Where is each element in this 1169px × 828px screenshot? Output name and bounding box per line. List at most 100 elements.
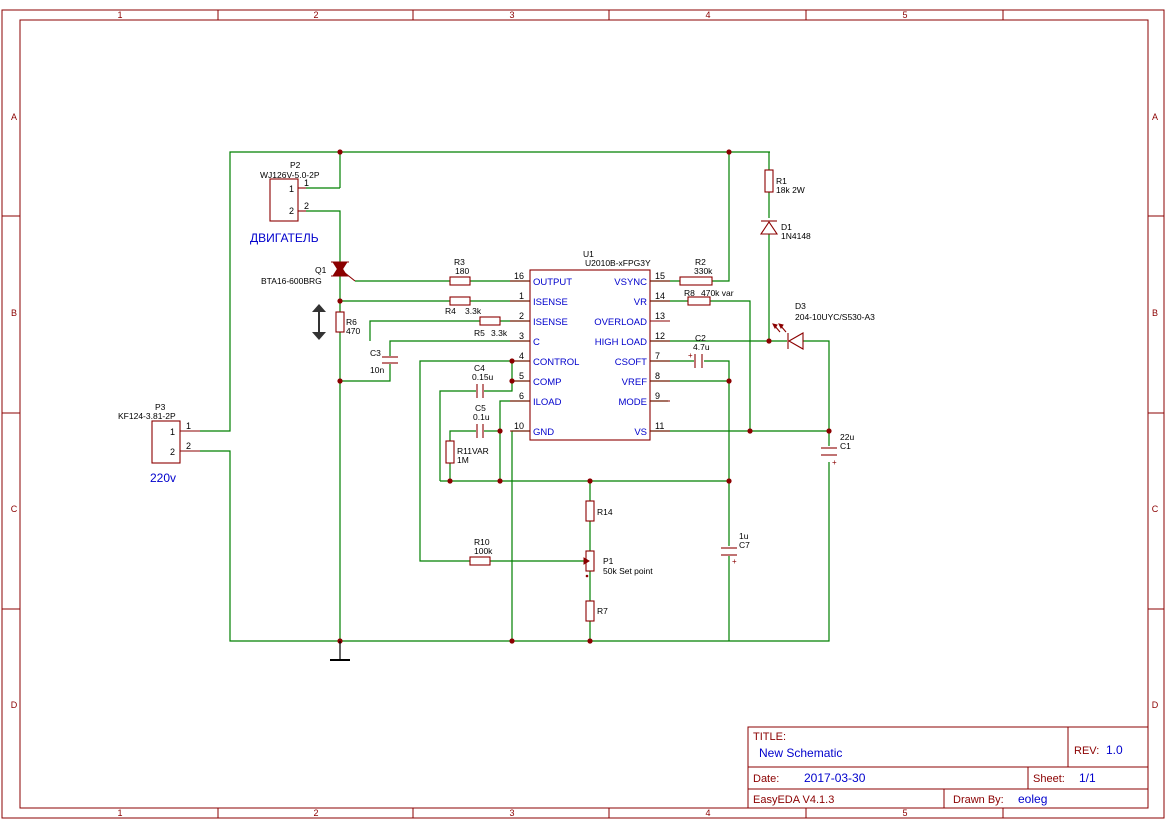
frame-row-label: B [1152,308,1158,318]
resistor-r5 [479,316,501,326]
u1-pin-name: HIGH LOAD [595,337,647,348]
u1-pin-name: ISENSE [533,297,568,308]
u1-pin-name: CSOFT [615,357,647,368]
resistor-r11var [445,440,455,464]
r5-value: 3.3k [491,328,508,338]
frame-row-label: D [11,700,18,710]
schematic-title: New Schematic [759,746,842,760]
d1-ref: D1 [781,222,792,232]
frame-col-label: 5 [902,808,907,818]
drawing-frame [1,9,1165,819]
frame-col-label: 4 [705,808,710,818]
c7-value: 1u [739,531,749,541]
u1-pin-name: VSYNC [614,277,647,288]
frame-row-label: C [1152,504,1159,514]
motor-label: ДВИГАТЕЛЬ [250,231,319,245]
resistor-r4 [449,296,471,306]
r7-ref: R7 [597,606,608,616]
resistor-r1 [764,169,774,193]
r1-value: 18k 2W [776,185,805,195]
capacitor-c2: + [688,351,703,368]
u1-pin-number: 1 [519,291,524,301]
diode-d1 [759,220,779,235]
triac-q1-symbol [331,261,356,282]
p3-ref: P3 [155,402,166,412]
resistor-r3 [449,276,471,286]
resistor-r2 [679,276,713,286]
u1-pin-number: 6 [519,391,524,401]
resistor-r7 [585,600,595,622]
resistor-r6 [335,311,345,333]
d1-value: 1N4148 [781,231,811,241]
r14-ref: R14 [597,507,613,517]
frame-col-label: 5 [902,10,907,20]
c4-ref: C4 [474,363,485,373]
r11-ref: R11VAR [457,446,489,456]
title-block [747,726,1149,809]
p3-pin-2: 2 [170,447,175,457]
resistor-r8 [687,296,711,306]
capacitor-c1: + [821,447,837,467]
p3-wire-1: 1 [186,421,191,431]
date-value: 2017-03-30 [804,771,866,785]
connector-p3 [151,420,200,464]
u1-pin-number: 13 [655,311,665,321]
u1-pin-name: OVERLOAD [594,317,647,328]
svg-text:+: + [688,351,693,360]
u1-value: U2010B-xFPG3Y [585,258,651,268]
rev-label: REV: [1074,745,1099,757]
r2-ref: R2 [695,257,706,267]
up-down-arrow-icon [312,304,326,340]
r10-ref: R10 [474,537,490,547]
frame-row-label: A [1152,112,1158,122]
u1-pin-name: MODE [619,397,648,408]
capacitor-c5 [476,424,484,438]
c1-ref: C1 [840,441,851,451]
p2-ref: P2 [290,160,301,170]
u1-pin-number: 11 [655,421,664,431]
u1-pin-number: 3 [519,331,524,341]
ground-icon [330,641,350,661]
r3-ref: R3 [454,257,465,267]
p3-pin-1: 1 [170,427,175,437]
resistor-r10 [469,556,491,566]
frame-col-label: 2 [313,10,318,20]
frame-col-label: 3 [509,10,514,20]
u1-pin-name: C [533,337,540,348]
c4-value: 0.15u [472,372,494,382]
r1-ref: R1 [776,176,787,186]
capacitor-c4 [476,384,484,398]
p1-ref: P1 [603,556,614,566]
frame-col-label: 3 [509,808,514,818]
p3-wire-2: 2 [186,441,191,451]
r4-ref: R4 [445,306,456,316]
d3-value: 204-10UYC/S530-A3 [795,312,875,322]
u1-pin-number: 12 [655,331,665,341]
c5-value: 0.1u [473,412,490,422]
u1-pin-name: GND [533,427,554,438]
u1-pin-name: ISENSE [533,317,568,328]
ic-u1 [510,269,670,441]
u1-pin-number: 14 [655,291,665,301]
drawn-by-value: eoleg [1018,792,1047,806]
c2-value: 4.7u [693,342,710,352]
u1-pin-name: OUTPUT [533,277,572,288]
r4-value: 3.3k [465,306,482,316]
p2-pin-2: 2 [289,206,294,216]
u1-pin-number: 5 [519,371,524,381]
c3-ref: C3 [370,348,381,358]
u1-pin-name: ILOAD [533,397,562,408]
r3-value: 180 [455,266,469,276]
p2-value: WJ126V-5.0-2P [260,170,320,180]
capacitor-c7: + [721,547,737,566]
u1-pin-number: 7 [655,351,660,361]
r8-value: 470k var [701,288,734,298]
u1-pin-number: 16 [514,271,524,281]
frame-col-label: 1 [117,808,122,818]
wires [200,151,830,642]
svg-text:+: + [732,557,737,566]
p2-wire-1: 1 [304,178,309,188]
r6-ref: R6 [346,317,357,327]
connector-p2 [269,178,306,222]
capacitor-c3 [382,356,398,364]
